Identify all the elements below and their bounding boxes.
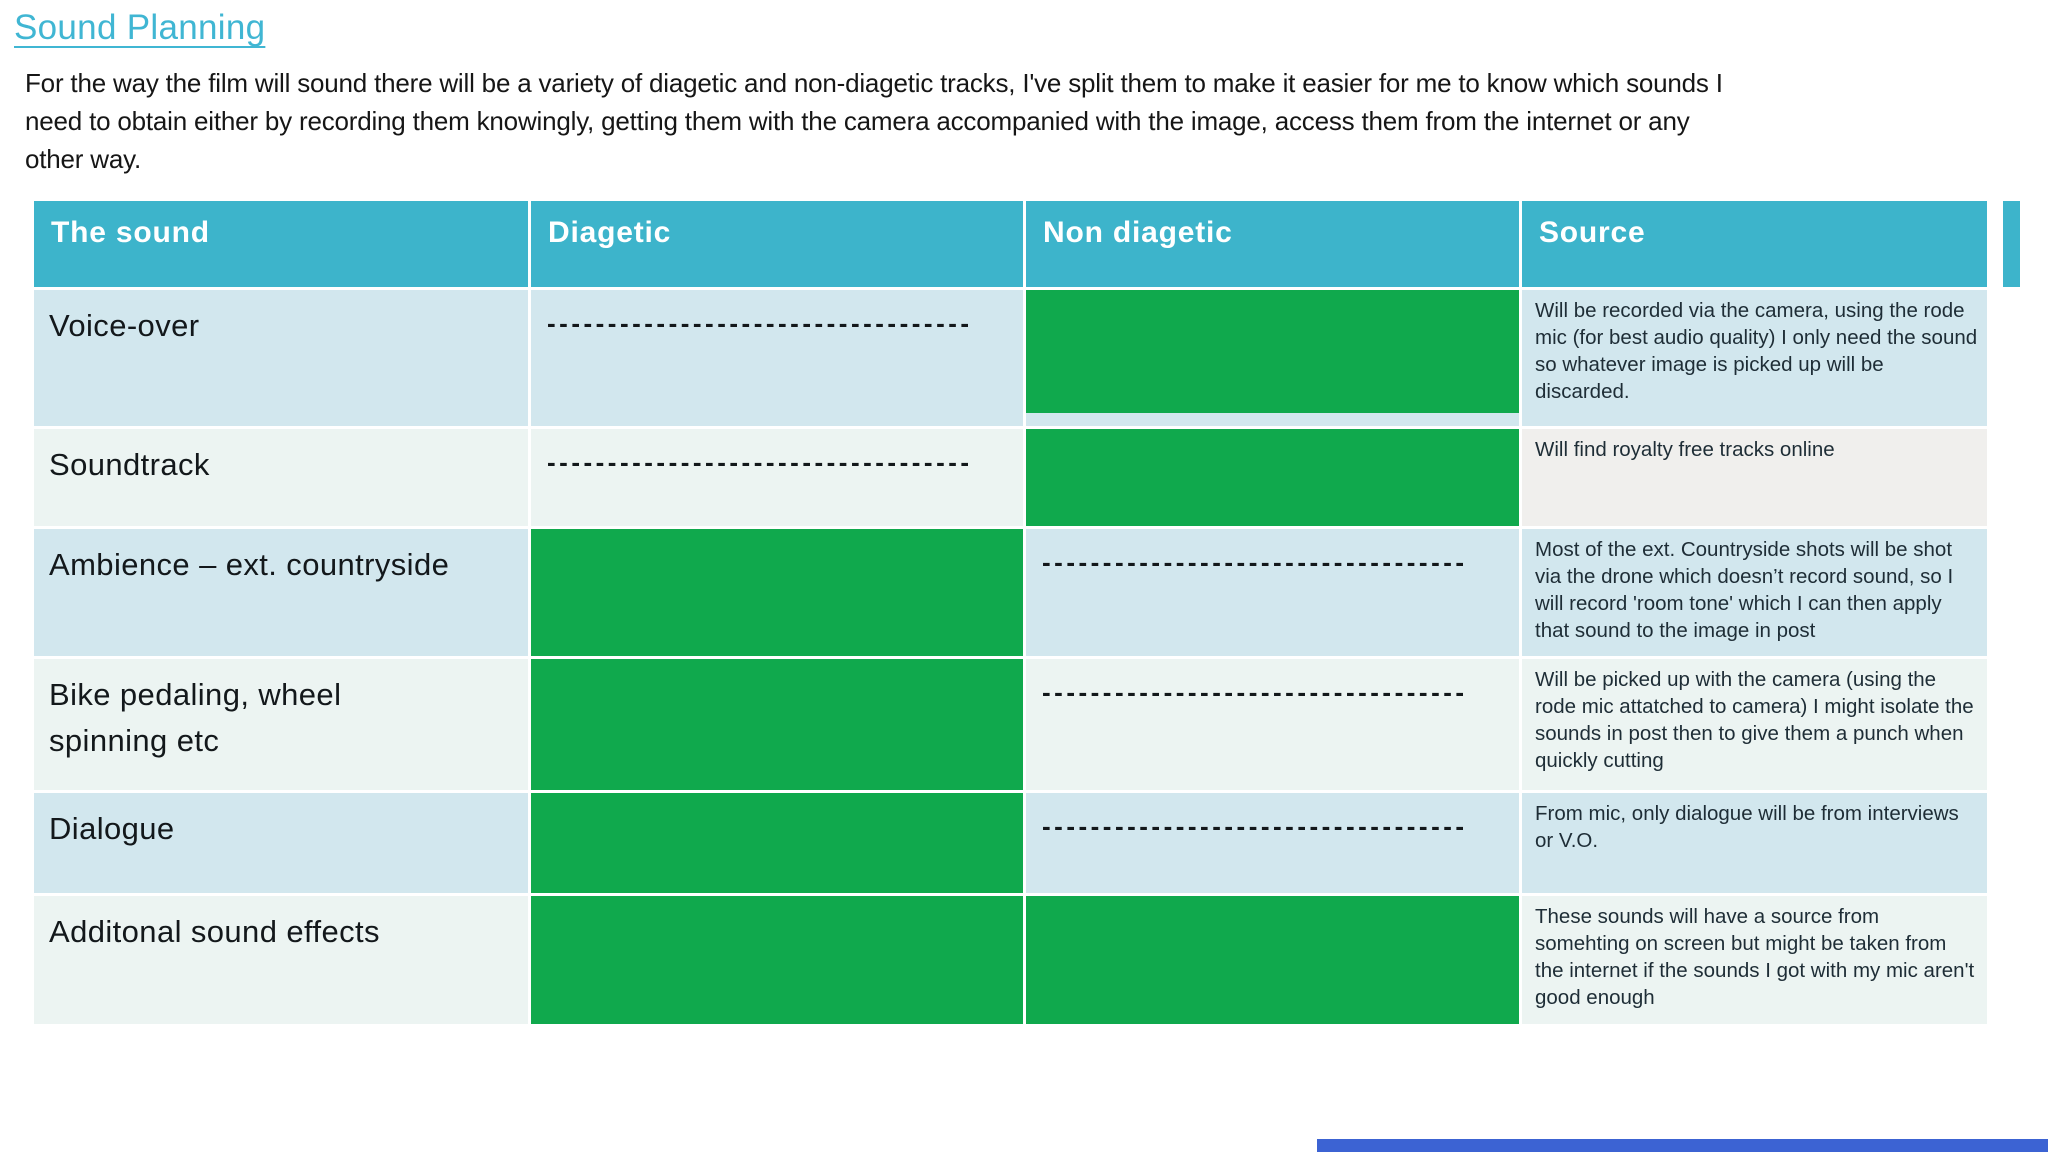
- green-indicator: [1026, 290, 1519, 413]
- sound-cell: Ambience – ext. countryside: [34, 529, 528, 656]
- green-indicator: [1026, 429, 1519, 526]
- green-indicator: [531, 529, 1023, 656]
- sound-cell: Voice-over: [34, 290, 528, 426]
- bottom-blue-bar: [1317, 1139, 2048, 1152]
- intro-line: other way.: [25, 144, 142, 174]
- green-indicator: [531, 896, 1023, 1024]
- source-cell: Will be recorded via the camera, using t…: [1522, 290, 1987, 426]
- sound-cell: Dialogue: [34, 793, 528, 893]
- header-the-sound: The sound: [34, 201, 528, 287]
- intro-line: For the way the film will sound there wi…: [25, 68, 1723, 98]
- table-row-bike: Bike pedaling, wheel spinning etc ------…: [34, 659, 1987, 790]
- header-edge-sliver: [2003, 201, 2020, 287]
- header-source: Source: [1522, 201, 1987, 287]
- dash-line: -----------------------------------: [531, 429, 1023, 526]
- source-cell: Most of the ext. Countryside shots will …: [1522, 529, 1987, 656]
- sound-cell: Bike pedaling, wheel spinning etc: [34, 659, 528, 790]
- table-row-soundtrack: Soundtrack -----------------------------…: [34, 429, 1987, 526]
- source-cell: Will be picked up with the camera (using…: [1522, 659, 1987, 790]
- source-cell: From mic, only dialogue will be from int…: [1522, 793, 1987, 893]
- dash-line: -----------------------------------: [1026, 529, 1519, 656]
- green-indicator: [1026, 896, 1519, 1024]
- green-indicator: [531, 793, 1023, 893]
- source-cell: Will find royalty free tracks online: [1522, 429, 1987, 526]
- table-row-ambience: Ambience – ext. countryside ------------…: [34, 529, 1987, 656]
- sound-planning-table: The sound Diagetic Non diagetic Source V…: [34, 201, 2020, 1027]
- green-indicator: [531, 659, 1023, 790]
- table-row-additional-sfx: Additonal sound effects These sounds wil…: [34, 896, 1987, 1024]
- table-row-dialogue: Dialogue -------------------------------…: [34, 793, 1987, 893]
- table-row-voice-over: Voice-over -----------------------------…: [34, 290, 1987, 426]
- dash-line: -----------------------------------: [531, 290, 1023, 426]
- sound-cell: Soundtrack: [34, 429, 528, 526]
- sound-cell: Additonal sound effects: [34, 896, 528, 1024]
- intro-paragraph: For the way the film will sound there wi…: [25, 64, 1723, 178]
- header-diagetic: Diagetic: [531, 201, 1023, 287]
- header-non-diagetic: Non diagetic: [1026, 201, 1519, 287]
- intro-line: need to obtain either by recording them …: [25, 106, 1690, 136]
- source-cell: These sounds will have a source from som…: [1522, 896, 1987, 1024]
- table-header-row: The sound Diagetic Non diagetic Source: [34, 201, 1987, 287]
- non-diagetic-cell: [1026, 290, 1519, 426]
- dash-line: -----------------------------------: [1026, 659, 1519, 790]
- page-title[interactable]: Sound Planning: [14, 8, 266, 47]
- dash-line: -----------------------------------: [1026, 793, 1519, 893]
